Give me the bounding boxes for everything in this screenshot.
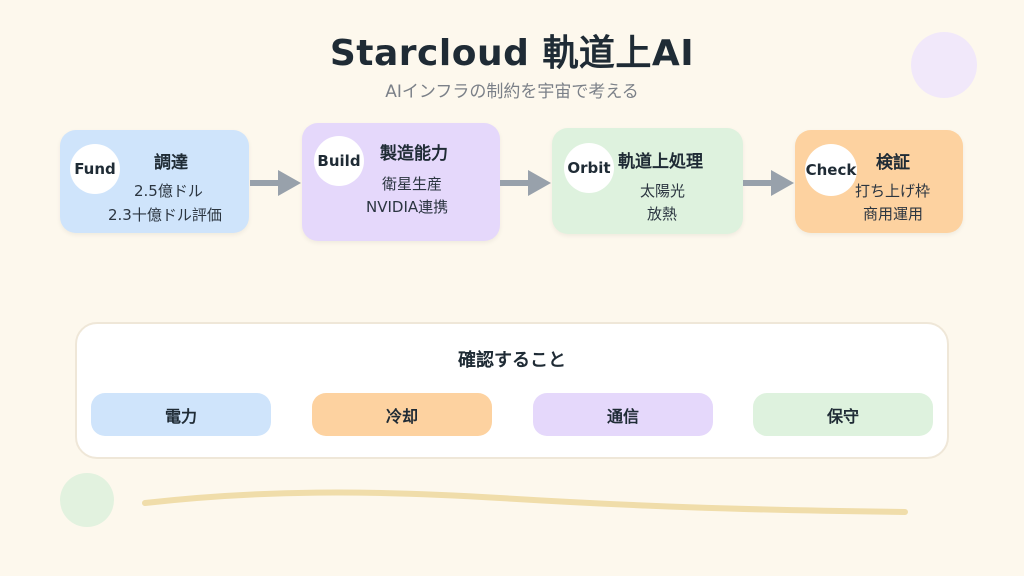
step-detail: 2.3十億ドル評価 [108, 206, 222, 224]
flow-step-build: Build 製造能力 衛星生産 NVIDIA連携 [302, 123, 500, 241]
flow-arrow [743, 170, 794, 196]
checklist-item-cooling: 冷却 [312, 393, 492, 436]
checklist-title: 確認すること [458, 350, 566, 371]
flow-step-orbit: Orbit 軌道上処理 太陽光 放熱 [552, 128, 743, 234]
checklist-item-maintenance: 保守 [753, 393, 933, 436]
step-title: 軌道上処理 [618, 152, 703, 172]
step-badge: Check [805, 144, 857, 196]
step-title: 検証 [876, 153, 910, 173]
step-badge: Orbit [564, 143, 614, 193]
step-title: 製造能力 [380, 144, 448, 164]
page-subtitle: AIインフラの制約を宇宙で考える [385, 82, 639, 102]
step-detail: 商用運用 [863, 205, 924, 223]
checklist-item-communication: 通信 [533, 393, 713, 436]
step-title: 調達 [154, 153, 188, 173]
page-title: Starcloud 軌道上AI [329, 33, 695, 74]
step-detail: 打ち上げ枠 [855, 182, 931, 200]
step-badge: Fund [70, 144, 120, 194]
step-detail: 衛星生産 [382, 175, 443, 193]
decorative-circle-green [60, 473, 114, 527]
step-detail: 太陽光 [640, 182, 686, 200]
flow-step-fund: Fund 調達 2.5億ドル 2.3十億ドル評価 [60, 130, 249, 233]
flow-arrow [250, 170, 301, 196]
step-badge: Build [314, 136, 364, 186]
step-detail: NVIDIA連携 [366, 198, 449, 216]
checklist-card: 確認すること 電力 冷却 通信 保守 [75, 322, 949, 459]
flow-arrow [500, 170, 551, 196]
step-detail: 放熱 [647, 205, 678, 223]
flow-step-check: Check 検証 打ち上げ枠 商用運用 [795, 130, 963, 233]
step-detail: 2.5億ドル [134, 182, 203, 200]
decorative-circle-purple [911, 32, 977, 98]
checklist-item-power: 電力 [91, 393, 271, 436]
decorative-wave-line [142, 489, 908, 515]
